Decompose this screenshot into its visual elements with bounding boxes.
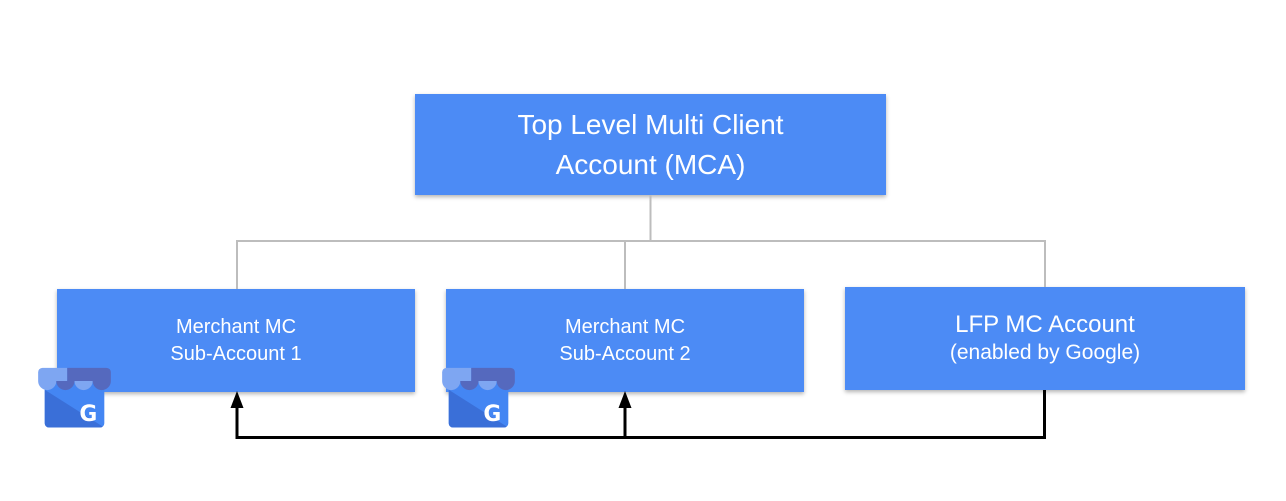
- node-label-line: Top Level Multi Client: [517, 108, 784, 140]
- node-label-line: (enabled by Google): [949, 340, 1141, 364]
- lfp-feed-line: [235, 390, 1046, 439]
- node-lfp-mc-account: LFP MC Account (enabled by Google): [845, 287, 1245, 390]
- node-merchant-sub-account-2: Merchant MC Sub-Account 2: [446, 289, 804, 392]
- node-label-line: Sub-Account 2: [559, 342, 691, 365]
- google-g-letter: G: [79, 402, 97, 427]
- node-label-line: Merchant MC: [175, 315, 297, 338]
- tree-connector-branches: [236, 240, 1046, 289]
- node-label-line: LFP MC Account: [955, 310, 1135, 338]
- arrowhead-to-sub2: [618, 391, 632, 408]
- node-label-line: Sub-Account 1: [170, 342, 302, 365]
- arrowhead-to-sub1: [230, 391, 244, 408]
- google-business-profile-icon: G: [442, 367, 515, 428]
- google-g-letter: G: [483, 402, 501, 427]
- node-top-level-mca: Top Level Multi Client Account (MCA): [415, 94, 886, 195]
- google-business-profile-icon: G: [38, 367, 111, 428]
- node-merchant-sub-account-1: Merchant MC Sub-Account 1: [57, 289, 415, 392]
- node-label-line: Account (MCA): [555, 148, 746, 180]
- node-label-line: Merchant MC: [564, 315, 686, 338]
